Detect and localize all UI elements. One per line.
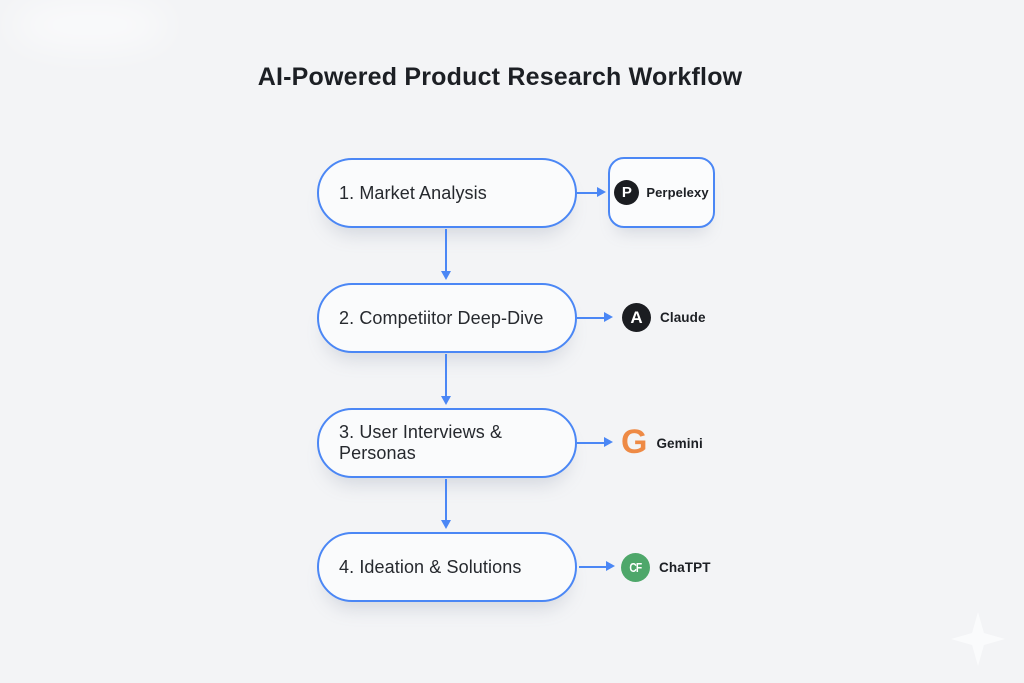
step-box-competitor-deep-dive: 2. Competiitor Deep-Dive	[317, 283, 577, 353]
arrow-down-icon	[445, 479, 447, 521]
arrow-down-head-icon	[440, 396, 451, 405]
gemini-icon: G	[621, 423, 648, 461]
arrow-right-head-icon	[597, 186, 606, 197]
tool-chatpt: CF ChaTPT	[621, 553, 711, 582]
tool-card-perpelexy: P Perpelexy	[608, 157, 715, 228]
step-label: 2. Competiitor Deep-Dive	[339, 307, 544, 328]
arrow-right-head-icon	[606, 560, 615, 571]
perpelexy-icon: P	[614, 180, 640, 205]
tool-label: Claude	[660, 310, 706, 325]
arrow-right-head-icon	[604, 436, 613, 447]
tool-label: ChaTPT	[659, 560, 711, 575]
arrow-down-head-icon	[440, 271, 451, 280]
tool-label: Perpelexy	[646, 185, 709, 200]
step-box-ideation-solutions: 4. Ideation & Solutions	[317, 532, 577, 602]
page-title: AI-Powered Product Research Workflow	[257, 63, 743, 91]
arrow-right-head-icon	[604, 311, 613, 322]
step-box-market-analysis: 1. Market Analysis	[317, 158, 577, 228]
step-label: 1. Market Analysis	[339, 182, 487, 203]
tool-gemini: G Gemini	[621, 423, 703, 461]
sparkle-watermark-icon	[951, 612, 1005, 666]
arrow-right-icon	[577, 317, 605, 319]
step-label: 3. User Interviews & Personas	[339, 422, 503, 463]
chatpt-icon: CF	[621, 553, 650, 582]
step-box-user-interviews: 3. User Interviews & Personas	[317, 408, 577, 478]
step-label: 4. Ideation & Solutions	[339, 556, 522, 577]
tool-label: Gemini	[656, 436, 703, 451]
arrow-down-icon	[445, 354, 447, 397]
background-smudge	[10, 0, 170, 50]
tool-claude: A Claude	[622, 303, 706, 332]
arrow-right-icon	[579, 566, 607, 568]
claude-icon: A	[622, 303, 651, 332]
arrow-down-icon	[445, 229, 447, 272]
arrow-down-head-icon	[440, 520, 451, 529]
arrow-right-icon	[577, 192, 598, 194]
arrow-right-icon	[577, 442, 605, 444]
